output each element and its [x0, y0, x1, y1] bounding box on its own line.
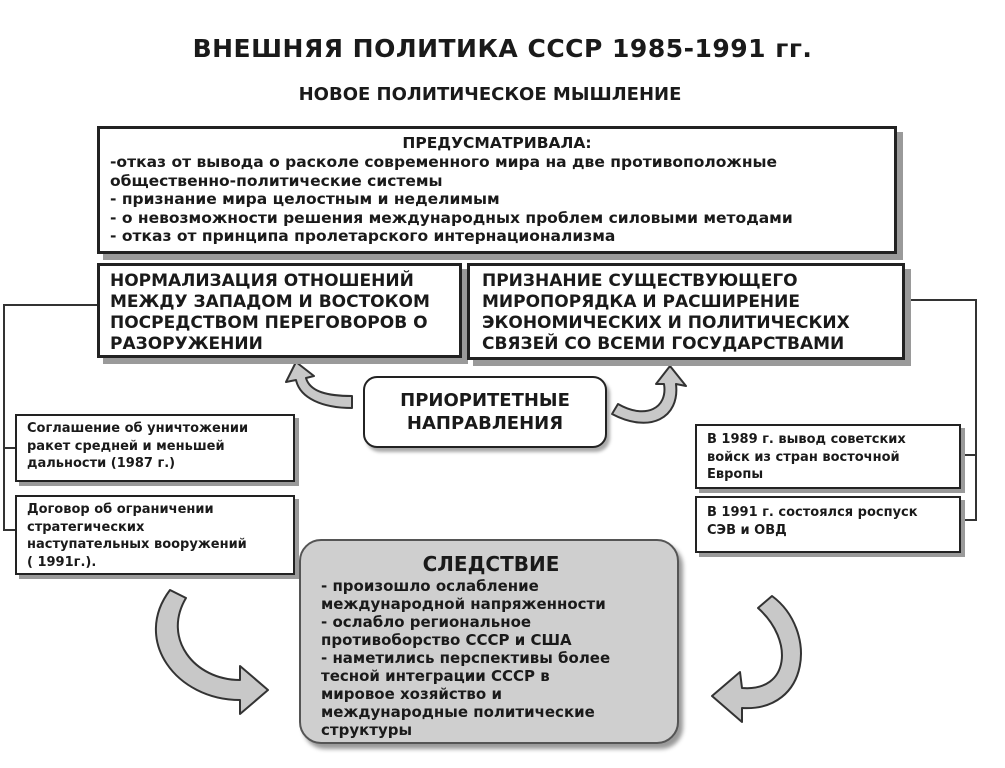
- left-item-line: наступательных вооружений: [27, 537, 247, 552]
- provisions-line: - отказ от принципа пролетарского интерн…: [110, 227, 616, 245]
- consequence-line: международные политические: [321, 703, 595, 721]
- normalization-line: НОРМАЛИЗАЦИЯ ОТНОШЕНИЙ: [110, 271, 414, 291]
- arrow-right-to-consequence-icon: [711, 595, 802, 723]
- consequence-line: - произошло ослабление: [321, 577, 539, 595]
- recognition-line: ЭКОНОМИЧЕСКИХ И ПОЛИТИЧЕСКИХ: [482, 313, 850, 333]
- consequence-line: - ослабло региональное: [321, 613, 532, 631]
- right-connector-line: [905, 299, 977, 521]
- normalization-line: РАЗОРУЖЕНИИ: [110, 334, 263, 354]
- priority-box: ПРИОРИТЕТНЫЕ НАПРАВЛЕНИЯ: [363, 376, 607, 448]
- normalization-line: ПОСРЕДСТВОМ ПЕРЕГОВОРОВ О: [110, 313, 428, 333]
- consequence-line: международной напряженности: [321, 595, 606, 613]
- right-item-line: В 1991 г. состоялся роспуск: [707, 505, 918, 520]
- left-item-box: Договор об ограничении стратегических на…: [15, 495, 295, 575]
- provisions-line: - о невозможности решения международных …: [110, 208, 793, 227]
- arrow-left-to-consequence-icon: [154, 589, 269, 715]
- page-title: ВНЕШНЯЯ ПОЛИТИКА СССР 1985-1991 гг.: [192, 34, 813, 63]
- provisions-line: -отказ от вывода о расколе современного …: [110, 153, 778, 171]
- normalization-line: МЕЖДУ ЗАПАДОМ И ВОСТОКОМ: [110, 292, 430, 312]
- consequence-line: - наметились перспективы более: [321, 649, 611, 667]
- left-item-line: дальности (1987 г.): [27, 456, 176, 471]
- arrow-to-normalization-icon: [285, 361, 353, 409]
- right-item-line: СЭВ и ОВД: [707, 522, 787, 538]
- left-item-line: Договор об ограничении: [27, 502, 214, 517]
- left-item-line: стратегических: [27, 519, 145, 535]
- provisions-line: - признание мира целостным и неделимым: [110, 190, 500, 208]
- consequence-line: противоборство СССР и США: [321, 631, 572, 649]
- provisions-box: ПРЕДУСМАТРИВАЛА: -отказ от вывода о раск…: [97, 126, 897, 254]
- right-item-box: В 1989 г. вывод советских войск из стран…: [695, 424, 961, 489]
- normalization-box: НОРМАЛИЗАЦИЯ ОТНОШЕНИЙ МЕЖДУ ЗАПАДОМ И В…: [97, 263, 462, 358]
- provisions-heading: ПРЕДУСМАТРИВАЛА:: [402, 134, 592, 152]
- page-subtitle: НОВОЕ ПОЛИТИЧЕСКОЕ МЫШЛЕНИЕ: [298, 84, 682, 105]
- right-item-line: войск из стран восточной: [707, 449, 900, 465]
- priority-line: ПРИОРИТЕТНЫЕ: [400, 390, 570, 411]
- recognition-line: ПРИЗНАНИЕ СУЩЕСТВУЮЩЕГО: [482, 271, 798, 291]
- arrow-to-recognition-icon: [611, 365, 687, 424]
- left-item-line: ракет средней и меньшей: [27, 438, 225, 454]
- left-item-box: Соглашение об уничтожении ракет средней …: [15, 414, 295, 482]
- left-connector-line: [3, 304, 97, 531]
- consequence-heading: СЛЕДСТВИЕ: [422, 552, 560, 576]
- right-item-line: Европы: [707, 467, 764, 482]
- right-item-line: В 1989 г. вывод советских: [707, 432, 906, 447]
- consequence-line: структуры: [321, 721, 413, 739]
- consequence-line: мировое хозяйство и: [321, 685, 502, 703]
- consequence-box: СЛЕДСТВИЕ - произошло ослабление междуна…: [299, 539, 679, 744]
- recognition-box: ПРИЗНАНИЕ СУЩЕСТВУЮЩЕГО МИРОПОРЯДКА И РА…: [467, 263, 905, 360]
- left-item-line: Соглашение об уничтожении: [27, 421, 249, 436]
- consequence-line: тесной интеграции СССР в: [321, 667, 550, 685]
- provisions-line: общественно-политические системы: [110, 171, 443, 190]
- recognition-line: МИРОПОРЯДКА И РАСШИРЕНИЕ: [482, 292, 801, 312]
- left-item-line: ( 1991г.).: [27, 554, 97, 570]
- right-item-box: В 1991 г. состоялся роспуск СЭВ и ОВД: [695, 496, 961, 553]
- priority-line: НАПРАВЛЕНИЯ: [406, 413, 564, 434]
- recognition-line: СВЯЗЕЙ СО ВСЕМИ ГОСУДАРСТВАМИ: [482, 334, 845, 354]
